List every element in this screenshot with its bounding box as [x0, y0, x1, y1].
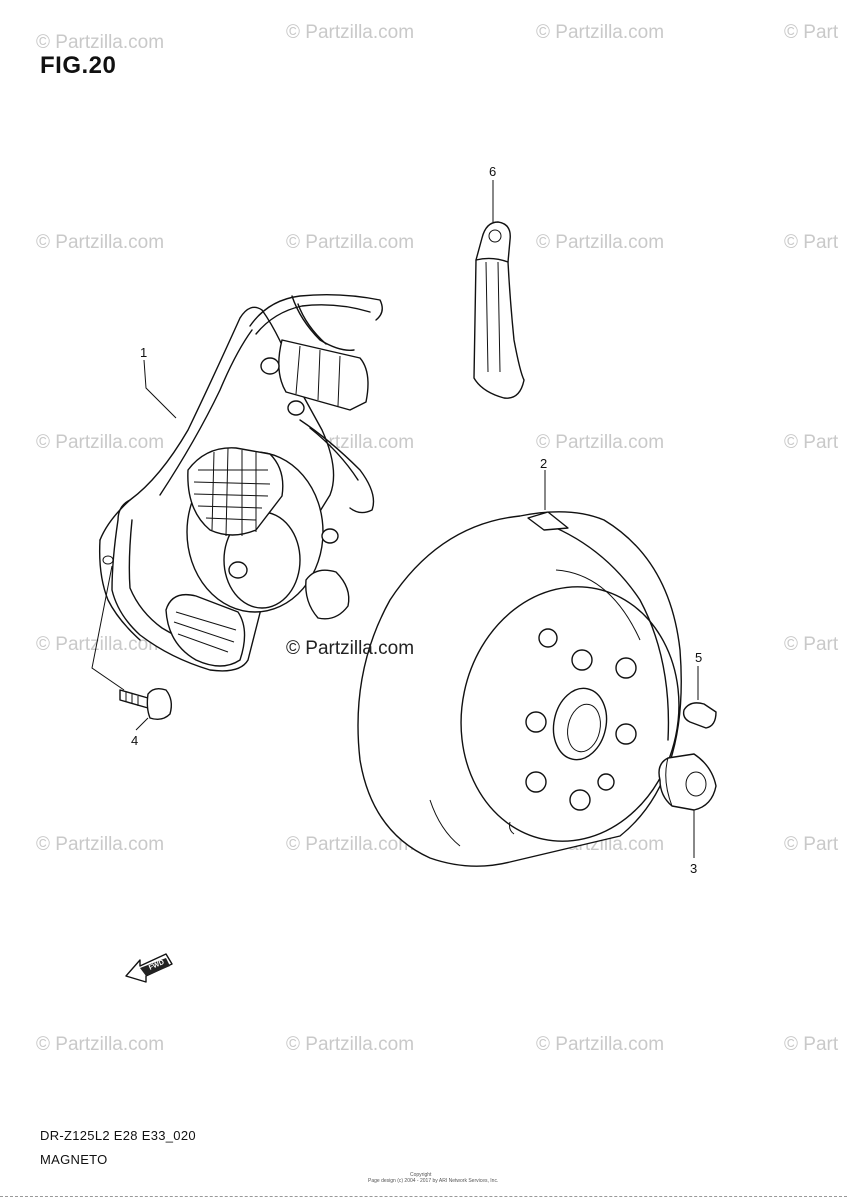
- callout-4: 4: [131, 733, 139, 748]
- callout-6: 6: [489, 164, 497, 179]
- watermark: © Part: [784, 232, 839, 253]
- watermark: © Part: [784, 432, 839, 453]
- watermark: © Partzilla.com: [286, 22, 415, 43]
- watermark: © Part: [784, 834, 839, 855]
- rotor-part-2: [357, 511, 682, 867]
- key-part-5: [682, 702, 717, 729]
- watermark: © Partzilla.com: [286, 834, 415, 855]
- callout-3: 3: [690, 861, 698, 876]
- watermark: © Partzilla.com: [536, 432, 665, 453]
- callout-2: 2: [540, 456, 548, 471]
- watermark: © Partzilla.com: [286, 1034, 415, 1055]
- callout-5: 5: [695, 650, 703, 665]
- watermark: © Partzilla.com: [286, 232, 415, 253]
- clamp-part-6: [473, 221, 525, 399]
- fwd-arrow-icon: FWD: [125, 953, 173, 983]
- copyright-line-1: Copyright: [410, 1172, 432, 1178]
- center-watermark: © Partzilla.com: [286, 638, 415, 659]
- watermark: © Partzilla.com: [36, 834, 165, 855]
- watermark: © Part: [784, 1034, 839, 1055]
- diagram-name: MAGNETO: [40, 1152, 108, 1167]
- watermark: © Partzilla.com: [536, 1034, 665, 1055]
- callout-1: 1: [140, 345, 148, 360]
- watermark: © Partzilla.com: [36, 634, 165, 655]
- nut-part-3: [658, 753, 717, 811]
- leader-lines: [91, 180, 699, 858]
- diagram-code: DR-Z125L2 E28 E33_020: [40, 1128, 196, 1143]
- watermark: © Part: [784, 634, 839, 655]
- bolt-part-4: [119, 687, 173, 721]
- watermark: © Partzilla.com: [536, 22, 665, 43]
- stator-part-1: [98, 293, 383, 672]
- watermark: © Partzilla.com: [36, 32, 165, 53]
- watermark: © Part: [784, 22, 839, 43]
- watermark: © Partzilla.com: [36, 1034, 165, 1055]
- bottom-divider: [0, 1196, 847, 1197]
- watermark: © Partzilla.com: [36, 432, 165, 453]
- watermark: © Partzilla.com: [536, 232, 665, 253]
- copyright-line-2: Page design (c) 2004 - 2017 by ARI Netwo…: [368, 1178, 499, 1184]
- watermark: © Partzilla.com: [36, 232, 165, 253]
- figure-title: FIG.20: [40, 52, 117, 79]
